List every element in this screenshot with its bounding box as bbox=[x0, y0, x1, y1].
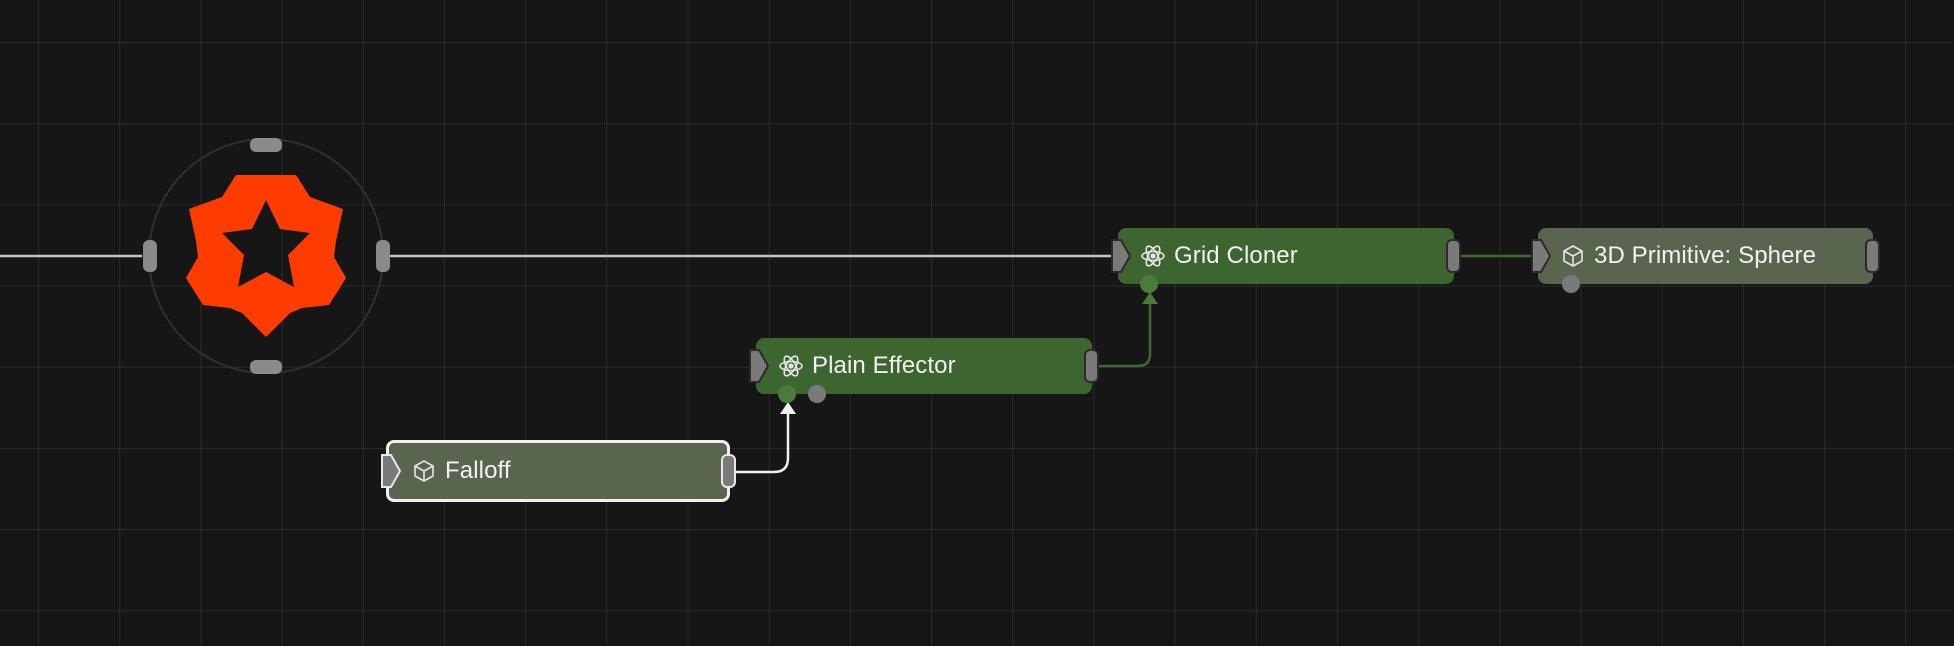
effector-input-port[interactable] bbox=[1140, 275, 1158, 293]
atom-icon bbox=[778, 353, 804, 379]
input-port[interactable] bbox=[380, 453, 402, 489]
root-top-port[interactable] bbox=[250, 138, 282, 152]
root-node-ring bbox=[148, 138, 384, 374]
root-left-port[interactable] bbox=[143, 240, 157, 272]
wire-falloff-to-plain-effector bbox=[734, 412, 790, 474]
root-right-port[interactable] bbox=[376, 240, 390, 272]
wire-plain-effector-to-grid-cloner bbox=[1098, 300, 1152, 368]
node-label: 3D Primitive: Sphere bbox=[1594, 242, 1817, 269]
input-port[interactable] bbox=[1110, 238, 1132, 274]
cube-icon bbox=[1560, 243, 1586, 269]
sphere-node[interactable]: 3D Primitive: Sphere bbox=[1531, 228, 1880, 293]
secondary-input-port[interactable] bbox=[808, 385, 826, 403]
node-label: Plain Effector bbox=[812, 352, 956, 379]
plain-effector-node[interactable]: Plain Effector bbox=[749, 338, 1099, 403]
output-port[interactable] bbox=[721, 454, 736, 488]
input-port[interactable] bbox=[1530, 238, 1552, 274]
falloff-node[interactable]: Falloff bbox=[381, 440, 736, 502]
node-label: Falloff bbox=[445, 457, 511, 484]
wire-arrow-grid-cloner bbox=[1142, 292, 1158, 304]
node-label: Grid Cloner bbox=[1174, 242, 1298, 269]
gear-logo-icon bbox=[186, 175, 346, 337]
output-port[interactable] bbox=[1865, 239, 1880, 273]
input-port[interactable] bbox=[748, 348, 770, 384]
grid-cloner-node[interactable]: Grid Cloner bbox=[1111, 228, 1461, 293]
cube-icon bbox=[411, 458, 437, 484]
root-bottom-port[interactable] bbox=[250, 360, 282, 374]
falloff-input-port[interactable] bbox=[778, 385, 796, 403]
bottom-port[interactable] bbox=[1562, 275, 1580, 293]
output-port[interactable] bbox=[1446, 239, 1461, 273]
wire-arrow-plain-effector bbox=[780, 402, 796, 414]
output-port[interactable] bbox=[1084, 349, 1099, 383]
atom-icon bbox=[1140, 243, 1166, 269]
